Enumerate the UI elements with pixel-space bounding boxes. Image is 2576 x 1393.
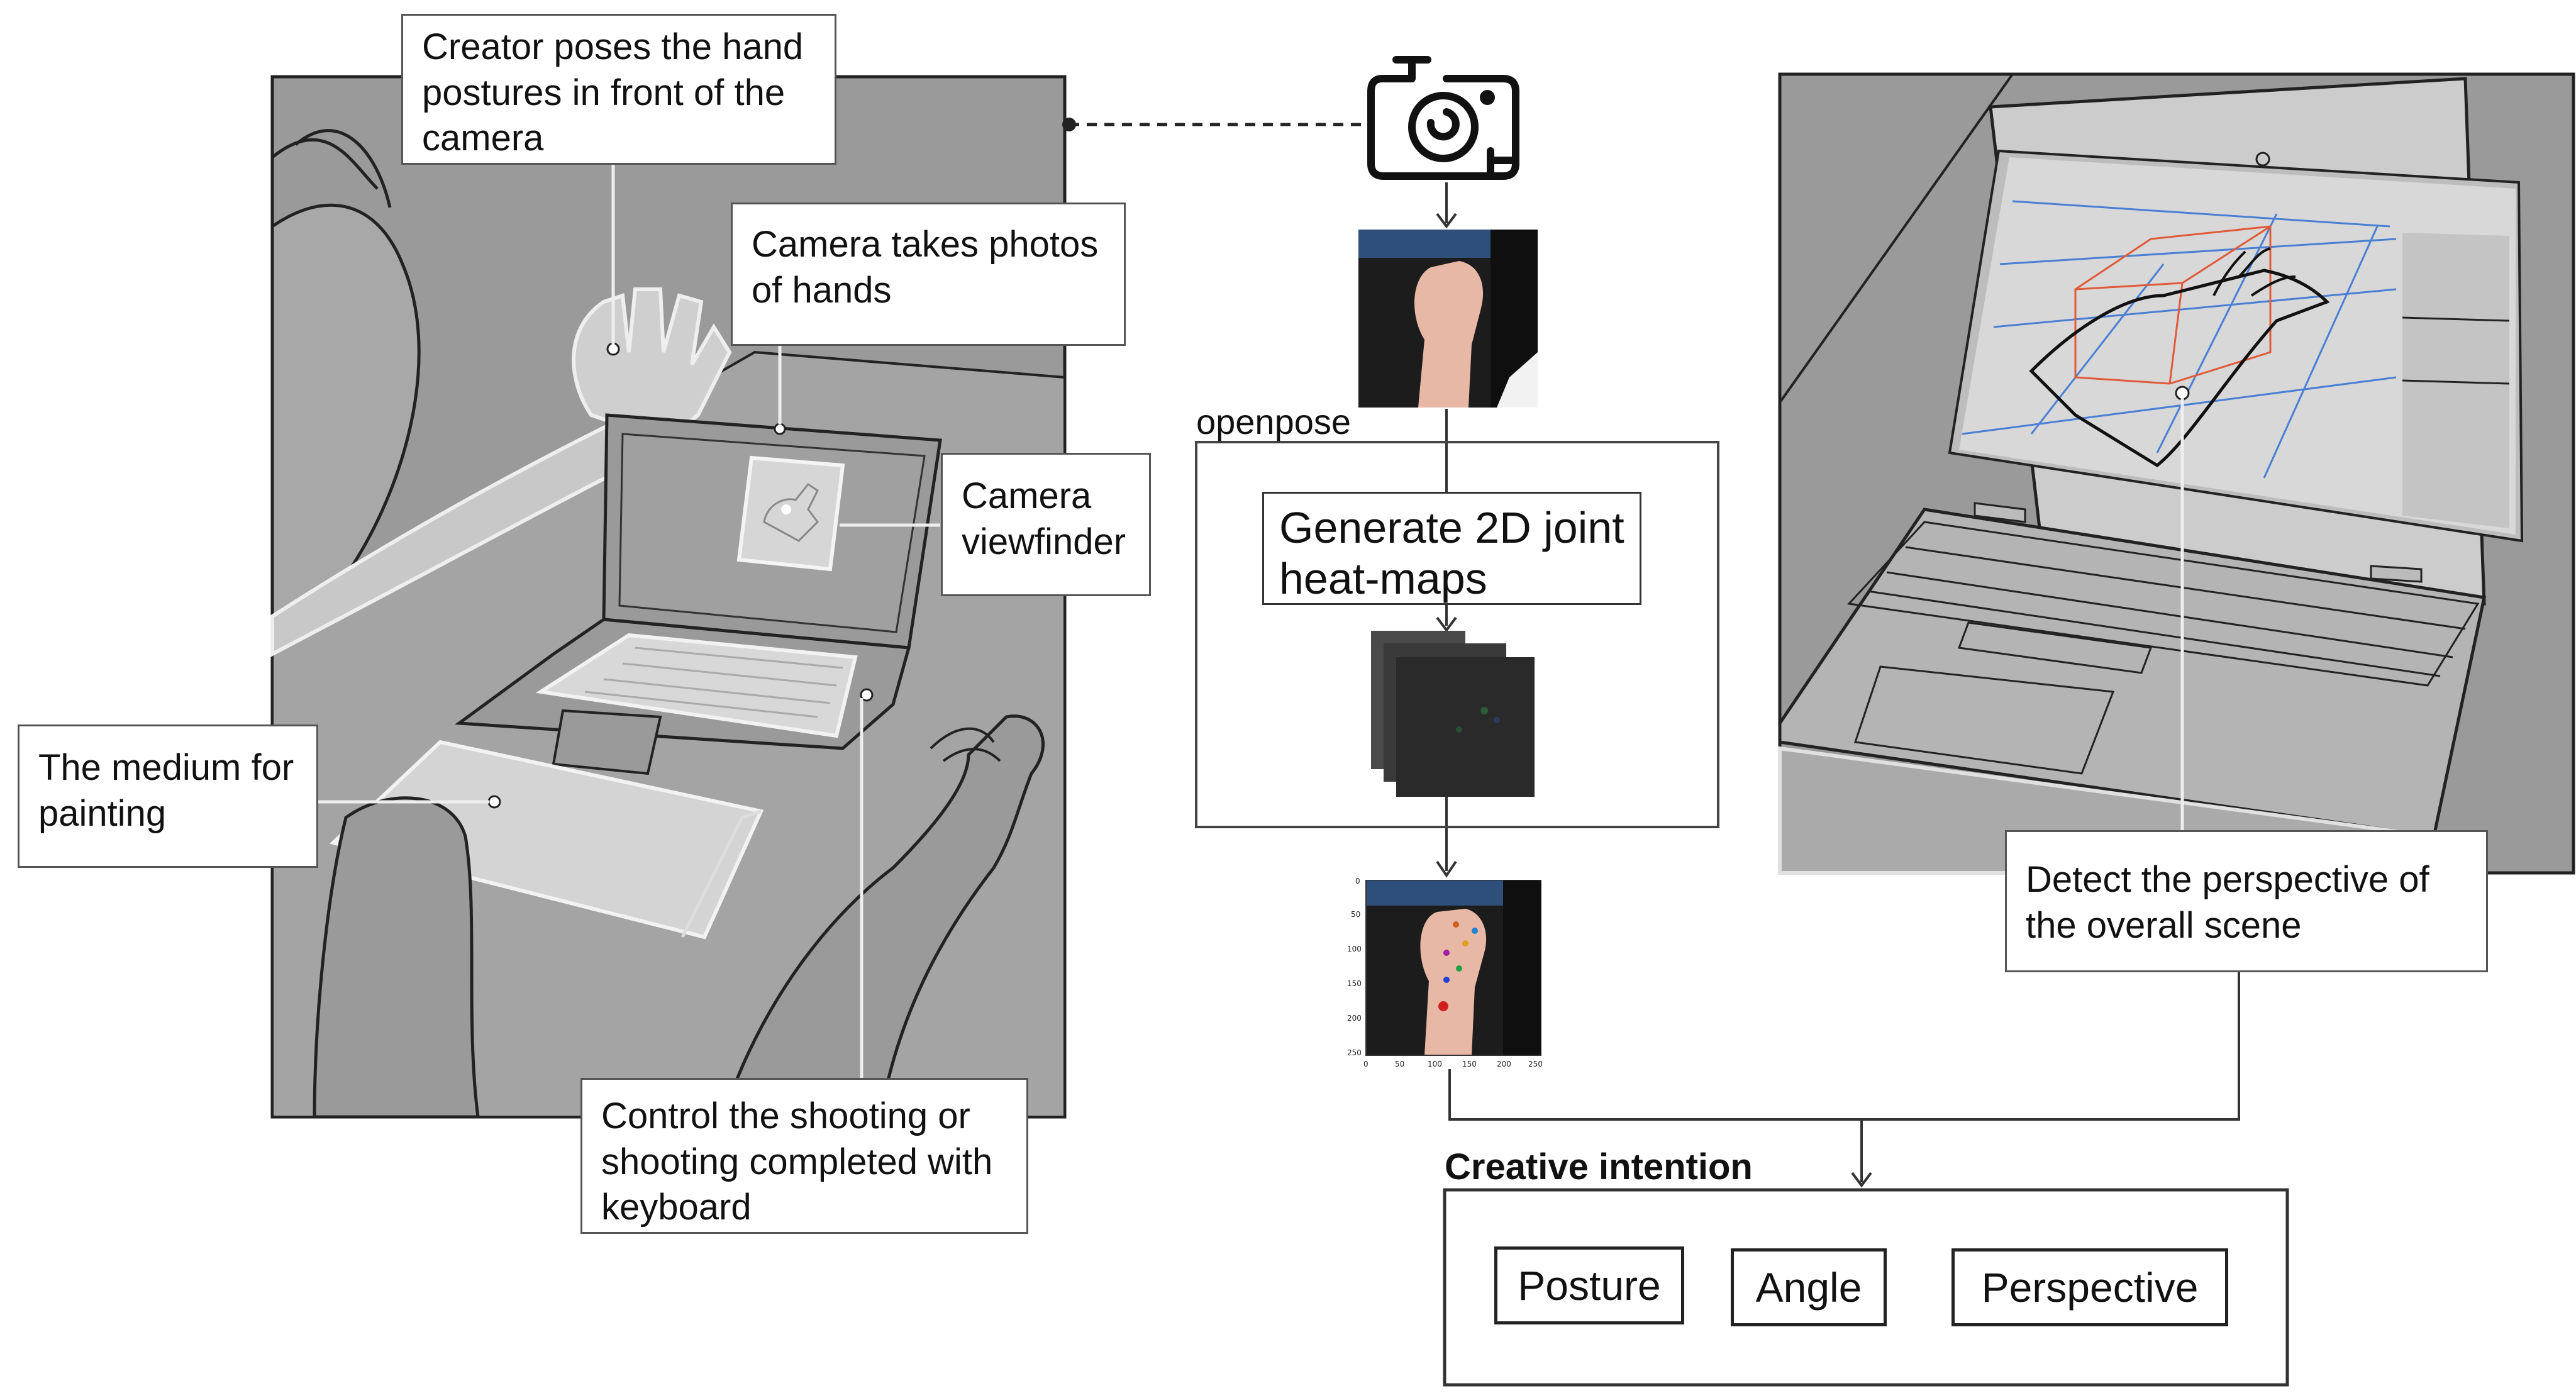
plot-x-tick: 200 — [1497, 1060, 1511, 1068]
camera-icon — [1367, 56, 1519, 180]
intention-posture: Posture — [1494, 1246, 1684, 1324]
callout-line: Control the shooting or — [601, 1096, 970, 1136]
left-leader-lines — [316, 164, 940, 1079]
plot-y-tick: 150 — [1347, 979, 1362, 988]
intention-perspective: Perspective — [1951, 1248, 2228, 1326]
plot-x-tick: 50 — [1395, 1060, 1404, 1068]
callout-medium: The medium for painting — [18, 724, 318, 868]
callout-line: the overall scene — [2026, 904, 2302, 946]
plot-y-tick: 0 — [1355, 877, 1360, 885]
camera-link-dot — [1062, 118, 1076, 131]
keypoint-plot: 0 50 100 150 200 250 0 50 100 150 200 25… — [1347, 877, 1543, 1068]
step-line: Generate 2D joint — [1279, 503, 1624, 552]
callout-control: Control the shooting or shooting complet… — [580, 1078, 1028, 1234]
callout-line: of hands — [752, 269, 892, 311]
heatmap-step-box: Generate 2D joint heat-maps — [1262, 492, 1641, 605]
intention-angle: Angle — [1731, 1248, 1887, 1326]
openpose-label: openpose — [1196, 402, 1352, 441]
callout-line: painting — [38, 792, 167, 834]
plot-x-tick: 150 — [1462, 1060, 1477, 1068]
callout-line: Creator poses the hand — [422, 26, 804, 67]
callout-line: viewfinder — [962, 521, 1126, 562]
intention-box — [1443, 1188, 2289, 1387]
callout-camera-photos: Camera takes photos of hands — [731, 203, 1126, 346]
openpose-box — [1195, 441, 1719, 828]
intention-title: Creative intention — [1445, 1146, 1753, 1187]
callout-line: postures in front of the — [422, 72, 786, 113]
plot-y-tick: 250 — [1347, 1048, 1362, 1057]
callout-line: camera — [422, 118, 544, 158]
callout-creator-poses: Creator poses the hand postures in front… — [401, 14, 836, 165]
callout-detect: Detect the perspective of the overall sc… — [2005, 830, 2488, 972]
callout-line: keyboard — [601, 1187, 752, 1228]
right-scene-illustration — [1778, 72, 2575, 875]
pipeline-connectors — [1436, 182, 2240, 1188]
plot-y-tick: 200 — [1347, 1014, 1362, 1023]
callout-line: Camera — [962, 475, 1092, 516]
plot-x-tick: 100 — [1428, 1060, 1442, 1068]
heatmap-stack — [1371, 631, 1535, 797]
plot-y-tick: 50 — [1351, 910, 1360, 919]
callout-line: Detect the perspective of — [2026, 859, 2429, 900]
callout-viewfinder: Camera viewfinder — [941, 453, 1151, 596]
plot-y-tick: 100 — [1347, 945, 1362, 953]
plot-x-tick: 250 — [1528, 1060, 1543, 1068]
callout-line: Camera takes photos — [752, 224, 1099, 265]
plot-x-tick: 0 — [1363, 1060, 1368, 1068]
hand-photo — [1358, 230, 1538, 408]
callout-line: The medium for — [38, 747, 294, 788]
callout-line: shooting completed with — [601, 1141, 993, 1182]
step-line: heat-maps — [1279, 553, 1487, 603]
